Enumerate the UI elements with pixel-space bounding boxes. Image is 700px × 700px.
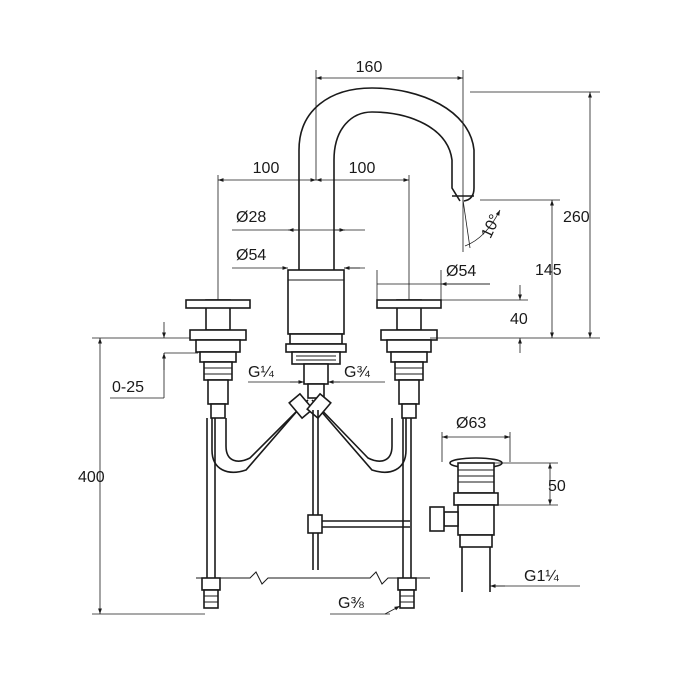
dim-label-diameter-handle: Ø54 xyxy=(446,263,476,280)
dim-label-thread-left: G¼ xyxy=(248,364,274,381)
dim-label-diameter-body-large: Ø54 xyxy=(236,247,266,264)
dim-label-outlet-height: 145 xyxy=(535,262,562,279)
dimension-lines xyxy=(92,70,600,615)
dim-label-spacing-right: 100 xyxy=(349,160,376,177)
dim-label-depth: 400 xyxy=(78,469,105,486)
left-handle xyxy=(185,299,251,419)
dim-label-diameter-body-small: Ø28 xyxy=(236,209,266,226)
connection-hoses xyxy=(211,392,410,570)
dim-label-thread-right: G¾ xyxy=(344,364,370,381)
dim-label-diameter-drain: Ø63 xyxy=(456,415,486,432)
dim-label-drain-height: 50 xyxy=(548,478,566,495)
dim-label-spout-width: 160 xyxy=(356,59,383,76)
dim-label-spacing-left: 100 xyxy=(253,160,280,177)
dim-label-range: 0-25 xyxy=(112,379,144,396)
dim-label-thread-supply: G⅜ xyxy=(338,595,364,612)
dim-label-angle: 10° xyxy=(479,212,505,241)
supply-pipes xyxy=(196,418,430,609)
dim-label-handle-height: 40 xyxy=(510,311,528,328)
dim-label-total-height: 260 xyxy=(563,209,590,226)
right-handle xyxy=(376,299,442,419)
spout xyxy=(298,87,475,270)
dim-label-thread-drain: G1¼ xyxy=(524,568,559,585)
spout-base xyxy=(285,269,347,399)
drain-assembly xyxy=(429,457,503,592)
